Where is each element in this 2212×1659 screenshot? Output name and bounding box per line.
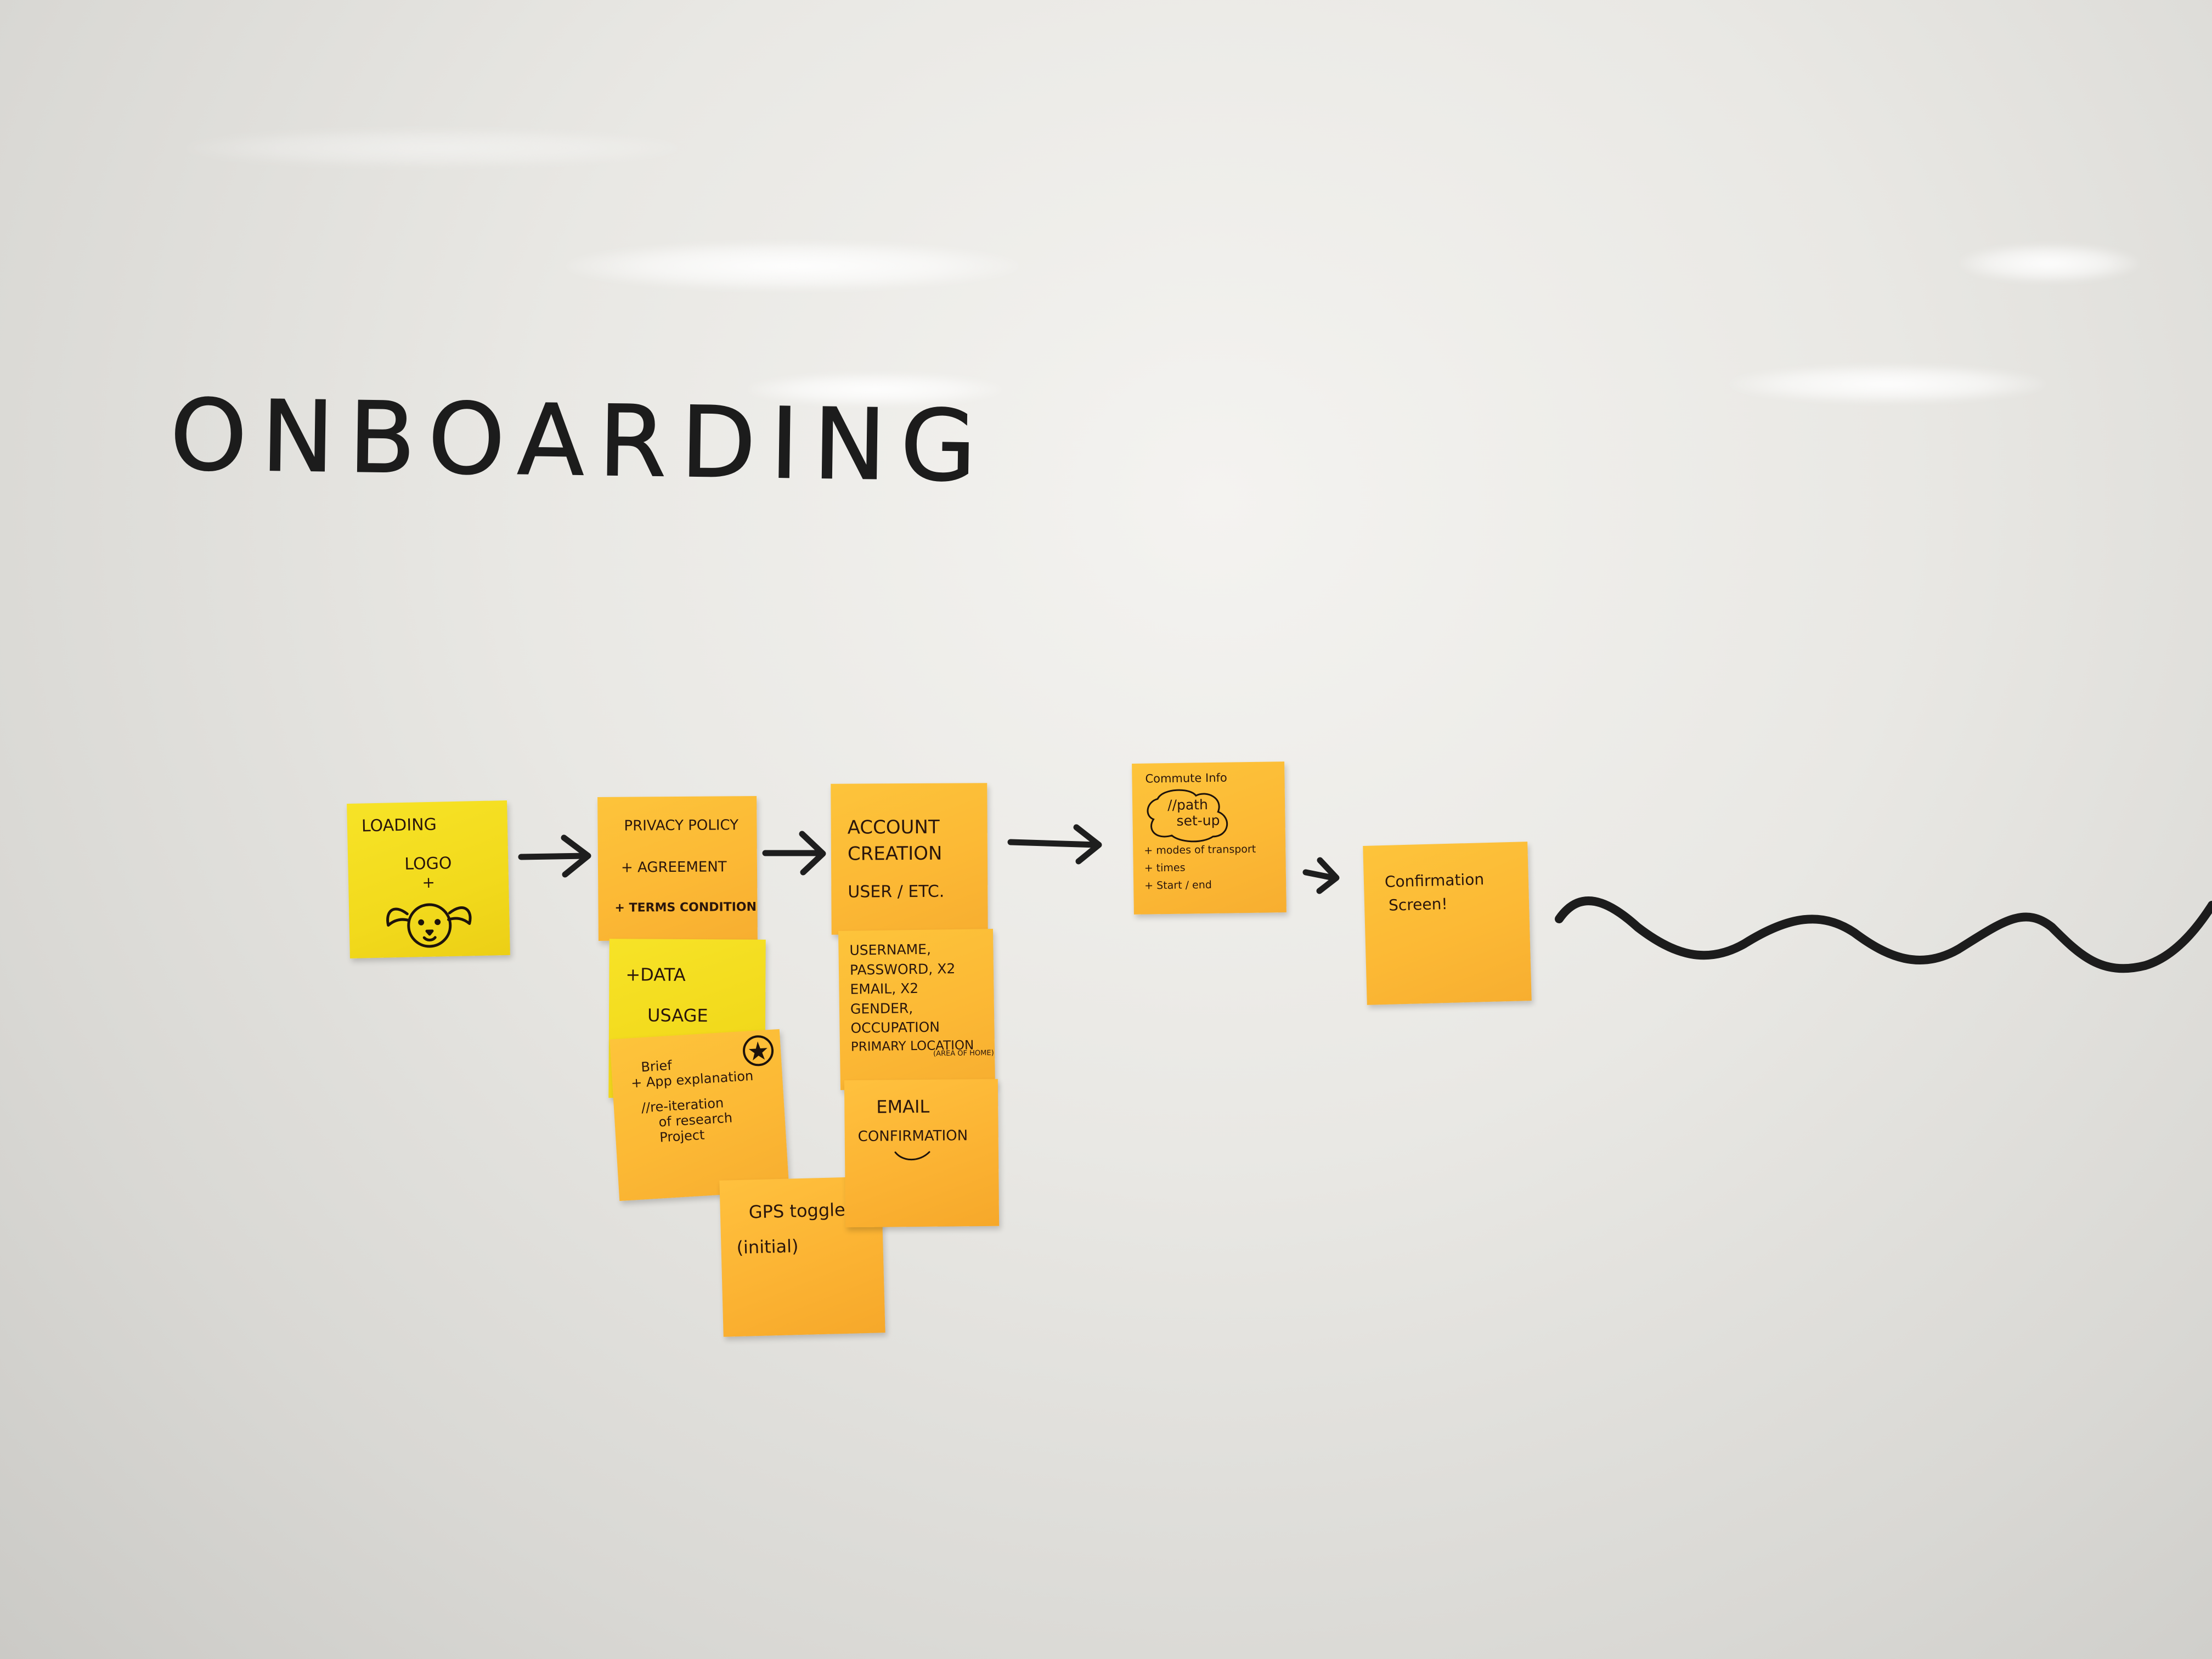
note-line: PRIVACY POLICY <box>624 817 739 834</box>
note-line: ACCOUNT <box>847 816 940 839</box>
dog-logo-icon <box>386 903 472 948</box>
note-line: + Start / end <box>1144 878 1212 892</box>
note-email-confirmation: EMAIL CONFIRMATION <box>844 1079 1000 1228</box>
note-loading-logo: LOADING LOGO + <box>347 800 510 959</box>
note-line: USAGE <box>647 1005 708 1026</box>
arrow-icon <box>1302 857 1340 894</box>
note-line: CONFIRMATION <box>857 1127 968 1146</box>
note-privacy-policy: PRIVACY POLICY + AGREEMENT + TERMS CONDI… <box>597 795 758 941</box>
arrow-icon <box>1007 824 1102 865</box>
note-line: LOGO <box>404 854 452 874</box>
light-reflection <box>746 373 1004 406</box>
smile-icon <box>894 1151 930 1161</box>
note-line: USERNAME, <box>849 941 932 958</box>
note-line: OCCUPATION <box>850 1019 940 1036</box>
note-line: + times <box>1144 861 1186 874</box>
light-reflection <box>1959 244 2140 283</box>
cloud-outline-icon <box>1147 789 1228 843</box>
note-line: CREATION <box>847 842 943 865</box>
light-reflection <box>565 241 1020 291</box>
note-app-explanation: Brief + App explanation //re-iteration o… <box>610 1029 789 1201</box>
note-line: + <box>422 873 436 892</box>
note-user-fields: USERNAME, PASSWORD, X2 EMAIL, X2 GENDER,… <box>838 929 996 1090</box>
note-line: GENDER, <box>850 1000 913 1017</box>
light-reflection <box>1728 365 2046 403</box>
note-line: EMAIL <box>876 1096 930 1118</box>
note-commute-info: Commute Info //path set-up + modes of tr… <box>1132 761 1286 915</box>
arrow-icon <box>762 831 826 876</box>
note-line: //path <box>1167 797 1209 814</box>
note-line: + TERMS CONDITION <box>614 900 757 915</box>
note-line: Commute Info <box>1145 771 1227 786</box>
note-confirmation-screen: Confirmation Screen! <box>1363 842 1532 1005</box>
note-line: EMAIL, X2 <box>850 980 919 997</box>
light-reflection <box>187 129 680 167</box>
note-line: set-up <box>1176 812 1220 829</box>
squiggle-line <box>1555 896 2212 973</box>
note-line: USER / ETC. <box>848 882 945 902</box>
note-line: +DATA <box>625 964 686 985</box>
arrow-icon <box>518 834 591 878</box>
star-icon <box>743 1035 774 1066</box>
note-line: (initial) <box>736 1235 799 1259</box>
note-account-creation: ACCOUNT CREATION USER / ETC. <box>831 783 988 935</box>
note-line: Screen! <box>1388 894 1448 915</box>
note-line: + AGREEMENT <box>620 859 727 876</box>
note-line: PASSWORD, X2 <box>849 960 956 978</box>
note-line: LOADING <box>361 815 437 836</box>
note-line: Confirmation <box>1384 870 1485 891</box>
